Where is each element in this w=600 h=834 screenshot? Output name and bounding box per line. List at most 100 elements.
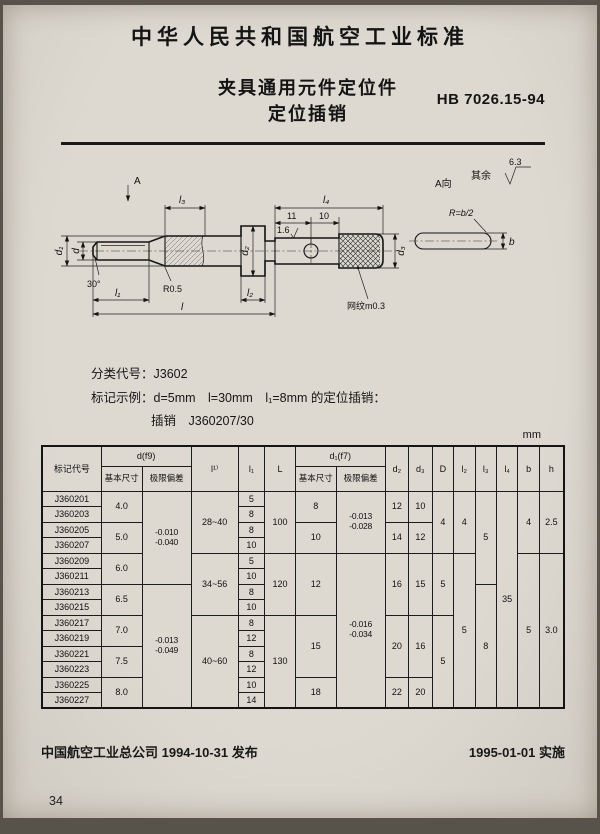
table-cell: 40~60 (190, 614, 239, 709)
technical-drawing: A A向 其余 6.3 1.6 l₃ l₄ 11 10 d₂ d₃ d d₁ R… (53, 151, 553, 353)
standard-header-title: 中华人民共和国航空工业标准 (131, 26, 469, 49)
table-cell: d₂ (384, 445, 410, 492)
table-cell: J360215 (41, 599, 102, 616)
table-cell: 8 (237, 583, 266, 600)
table-cell: L (264, 445, 296, 492)
unit-label: mm (522, 429, 541, 441)
table-cell: 5 (237, 552, 266, 569)
table-cell: 7.0 (100, 614, 143, 647)
table-cell: J360211 (41, 568, 102, 585)
table-cell: 10 (408, 490, 433, 523)
dim-label-l1: l₁ (115, 288, 120, 299)
table-cell: 标记代号 (41, 445, 102, 492)
table-cell: 16 (384, 552, 410, 616)
doc-title-line1: 夹具通用元件定位件 (218, 78, 398, 98)
table-cell: 极限偏差 (141, 465, 192, 492)
table-cell: 20 (384, 614, 410, 678)
table-row: 基本尺寸极限偏差基本尺寸极限偏差 (42, 465, 564, 492)
roughness-rest-label: 其余 (471, 169, 491, 182)
table-cell: d(f9) (100, 445, 192, 467)
table-cell: 6.5 (100, 583, 143, 616)
table-cell: J360219 (41, 630, 102, 647)
doc-title-line2: 定位插销 (268, 104, 348, 125)
document-title: 夹具通用元件定位件 定位插销 (163, 75, 453, 127)
table-cell: 14 (384, 521, 410, 554)
table-cell: l¹⁾ (190, 445, 239, 492)
table-cell: J360225 (41, 676, 102, 693)
table-cell: 5.0 (100, 521, 143, 554)
table-cell: 28~40 (190, 490, 239, 554)
break-line (201, 235, 205, 267)
page-number: 34 (49, 794, 63, 808)
view-a (409, 218, 507, 250)
table-cell: 5 (237, 490, 266, 507)
table-cell: 8 (294, 490, 337, 523)
table-cell: 22 (384, 676, 410, 709)
dim-label-d: d (71, 248, 82, 254)
table-cell: 5 (431, 552, 455, 616)
table-cell: 5 (431, 614, 455, 709)
table-cell: l₁ (237, 445, 266, 492)
table-cell: 5 (474, 490, 497, 585)
table-cell: 18 (294, 676, 337, 709)
footer: 中国航空工业总公司 1994-10-31 发布 1995-01-01 实施 (41, 742, 565, 761)
title-rule (61, 142, 545, 145)
section-arrow-label: A (134, 176, 141, 187)
marking-example: 标记示例：d=5mm l=30mm l₁=8mm 的定位插销： (91, 391, 386, 405)
table-cell: 基本尺寸 (100, 465, 143, 492)
roughness-rest-value: 6.3 (509, 157, 522, 167)
table-cell: h (538, 445, 565, 492)
table-cell: -0.013 -0.049 (141, 583, 192, 709)
document-page: 中华人民共和国航空工业标准 夹具通用元件定位件 定位插销 HB 7026.15-… (3, 5, 597, 818)
dim-label-r05: R0.5 (163, 284, 182, 294)
table-cell: 8 (237, 614, 266, 631)
standard-number: HB 7026.15-94 (436, 91, 545, 108)
table-cell: 100 (264, 490, 296, 554)
table-cell: 7.5 (100, 645, 143, 678)
dimension-lines (61, 166, 531, 317)
dim-label-d1: d₁ (54, 247, 65, 256)
table-cell: 10 (237, 599, 266, 616)
table-cell: 8.0 (100, 676, 143, 709)
table-cell: 10 (237, 676, 266, 693)
table-cell: J360223 (41, 661, 102, 678)
table-cell: J360217 (41, 614, 102, 631)
table-cell: 20 (408, 676, 433, 709)
feature-edges (96, 226, 340, 276)
dim-label-b: b (509, 237, 515, 248)
marking-example-value: 插销 J360207/30 (151, 414, 254, 428)
table-cell: d₁(f7) (294, 445, 386, 467)
table-cell: -0.010 -0.040 (141, 490, 192, 585)
table-cell: 15 (294, 614, 337, 678)
table-cell: J360207 (41, 537, 102, 554)
table-cell: 10 (237, 537, 266, 554)
dim-label-d2: d₂ (240, 246, 251, 256)
table-cell: 4 (453, 490, 476, 554)
classification-code: 分类代号：J3602 (91, 367, 188, 381)
view-a-label: A向 (435, 177, 452, 190)
dim-label-11: 11 (287, 211, 296, 221)
table-cell: l₄ (495, 445, 519, 492)
title-block: 夹具通用元件定位件 定位插销 HB 7026.15-94 (63, 75, 545, 137)
table-row: J360207 10 (41, 537, 564, 554)
section-hatch (165, 236, 204, 266)
table-cell: J360203 (41, 506, 102, 523)
table-cell: 8 (237, 521, 266, 538)
table-cell: 4.0 (100, 490, 143, 523)
table-cell: J360221 (41, 645, 102, 662)
table-cell: -0.013 -0.028 (335, 490, 386, 554)
knurl-note: 网纹m0.3 (347, 300, 385, 311)
table-cell: J360227 (41, 692, 102, 709)
dim-label-30deg: 30° (87, 279, 101, 289)
dim-label-l: l (181, 302, 184, 313)
table-cell: 34~56 (190, 552, 239, 616)
table-cell: 8 (237, 506, 266, 523)
